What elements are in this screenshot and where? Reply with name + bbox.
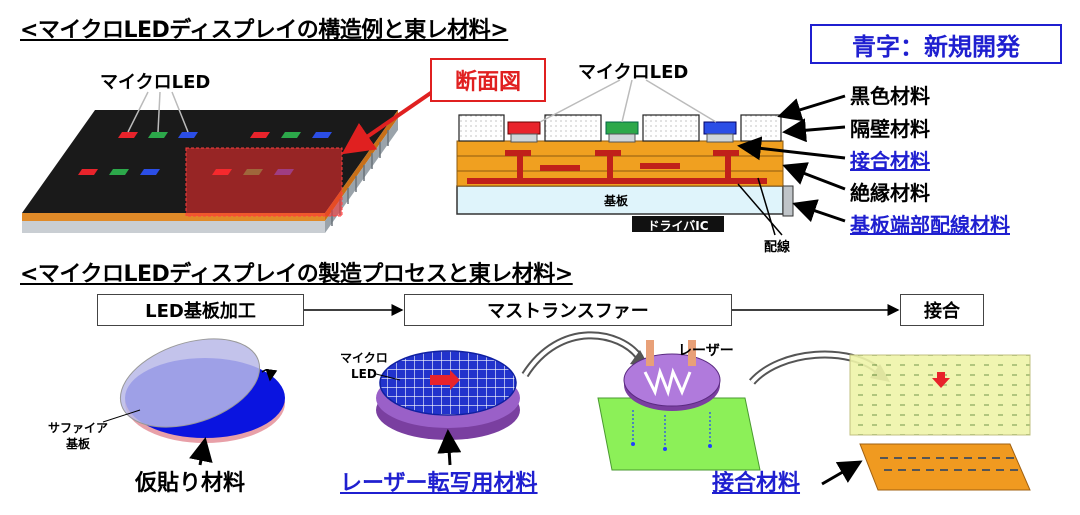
wafer-sapphire-illustration	[102, 338, 285, 466]
label-partition-material: 隔壁材料	[850, 117, 930, 141]
bonding-stack-illustration	[821, 354, 1031, 491]
section2-title: <マイクロLEDディスプレイの製造プロセスと東レ材料>	[20, 262, 573, 287]
step-bonding: 接合	[900, 294, 984, 326]
laser-label: レーザー	[678, 343, 734, 359]
panel-led-label: マイクロLED	[100, 72, 211, 93]
display-panel	[22, 86, 440, 233]
material-laser-transfer: レーザー転写用材料	[340, 471, 538, 496]
cross-section-diagram	[456, 79, 846, 236]
material-bonding: 接合材料	[712, 471, 801, 496]
label-insulating-material: 絶縁材料	[850, 181, 930, 205]
material-temporary-bonding: 仮貼り材料	[135, 471, 246, 496]
section1-title: <マイクロLEDディスプレイの構造例と東レ材料>	[20, 18, 509, 43]
wafer-led-label: マイクロ LED	[340, 351, 388, 381]
legend-new-development: 青字：新規開発	[810, 24, 1062, 64]
driver-ic-label: ドライバIC	[647, 219, 709, 233]
sapphire-substrate-label: サファイア 基板	[48, 421, 109, 451]
label-bonding-material: 接合材料	[850, 149, 930, 173]
label-edge-wiring-material: 基板端部配線材料	[850, 213, 1010, 237]
section-led-label: マイクロLED	[578, 62, 689, 83]
step-mass-transfer: マストランスファー	[404, 294, 732, 326]
wiring-label: 配線	[764, 240, 791, 255]
substrate-label: 基板	[604, 194, 629, 208]
cross-section-tag: 断面図	[430, 58, 546, 102]
step-led-substrate-processing: LED基板加工	[97, 294, 304, 326]
label-black-material: 黒色材料	[850, 84, 930, 108]
wafer-grid-illustration	[375, 331, 650, 466]
laser-transfer-illustration	[597, 340, 890, 471]
